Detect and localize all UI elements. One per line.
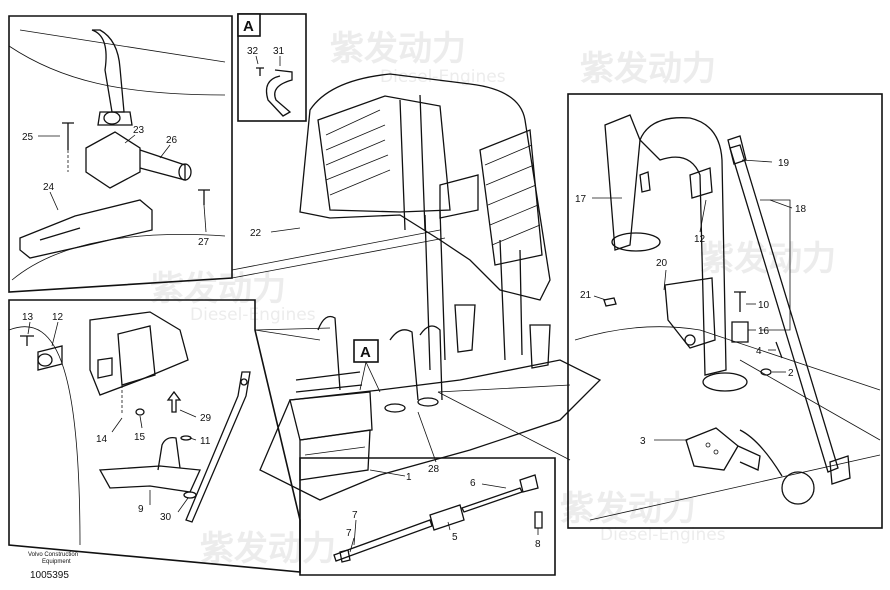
detail-box-frame [299,457,556,576]
main-cab-illustration: A 22 1 28 [231,73,602,501]
part-label: 6 [470,478,476,489]
part-label: 12 [694,234,706,245]
part-label: 14 [96,434,108,445]
watermark-cn: 紫发动力 [560,489,696,529]
watermark: 紫发动力 Diesel-Engines 紫发动力 紫发动力 Diesel-Eng… [150,29,836,569]
footer-company-line1: Volvo Construction [28,552,78,558]
part-label: 20 [656,258,668,269]
part-label: 31 [273,46,285,57]
footer: Volvo Construction Equipment 1005395 [28,552,78,581]
part-label: 16 [758,326,770,337]
part-label: 17 [575,194,587,205]
watermark-cn: 紫发动力 [330,29,466,69]
part-label: 23 [133,125,145,136]
part-label: 19 [778,158,790,169]
detail-box-frame [237,13,307,122]
watermark-cn: 紫发动力 [200,529,336,569]
part-label: 28 [428,464,440,475]
part-label: 9 [138,504,144,515]
part-label: 2 [788,368,794,379]
part-label: 12 [52,312,64,323]
part-label: 29 [200,413,212,424]
part-label: 18 [795,204,807,215]
part-label: 3 [640,436,646,447]
footer-company-line2: Equipment [42,559,71,565]
part-label: 26 [166,135,178,146]
part-label: 7 [352,510,358,521]
detail-strut: 6 7 7 5 8 [299,457,556,576]
part-label: 25 [22,132,34,143]
watermark-en: Diesel-Engines [380,67,506,87]
watermark-cn: 紫发动力 [150,269,286,309]
document-number: 1005395 [30,570,69,581]
callout-a-label: A [243,18,254,35]
part-label: 7 [346,528,352,539]
detail-door: 17 12 19 18 20 21 10 16 4 2 3 [567,93,883,529]
part-label: 27 [198,237,210,248]
part-label: 1 [406,472,412,483]
detail-a: A 32 31 [237,13,307,122]
detail-box-frame [8,15,233,293]
part-label: 30 [160,512,172,523]
part-label: 11 [200,436,211,447]
part-label: 13 [22,312,34,323]
part-label: 4 [756,346,762,357]
callout-a-marker: A [360,344,371,361]
part-label: 8 [535,539,541,550]
part-label: 32 [247,46,259,57]
part-label: 10 [758,300,770,311]
part-label: 5 [452,532,458,543]
part-label: 15 [134,432,146,443]
watermark-en: Diesel-Engines [600,525,726,545]
part-label: 21 [580,290,592,301]
part-label: 24 [43,182,55,193]
detail-box-frame [567,93,883,529]
detail-hinge: 25 23 26 24 27 [8,15,233,293]
watermark-cn: 紫发动力 [580,49,716,89]
part-label: 22 [250,228,262,239]
watermark-en: Diesel-Engines [190,305,316,325]
